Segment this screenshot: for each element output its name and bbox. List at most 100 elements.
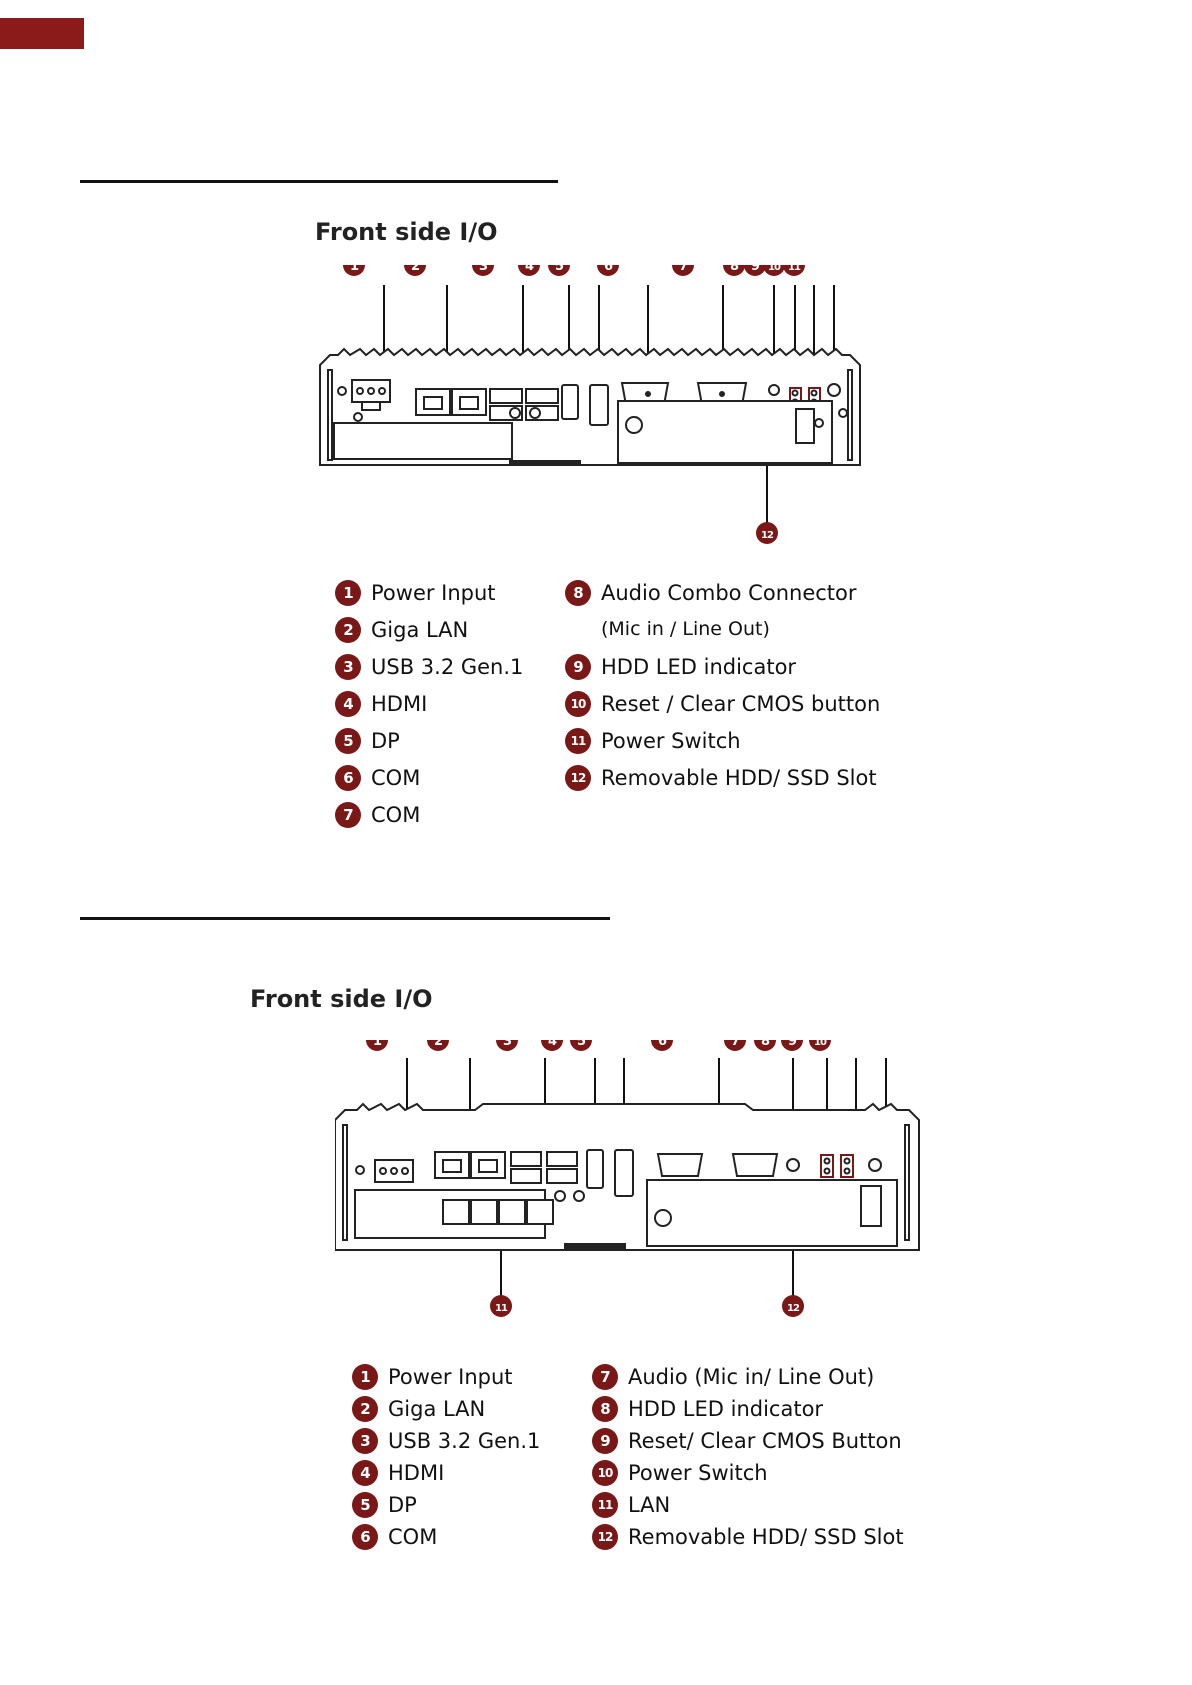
svg-text:5: 5 [555, 265, 564, 274]
legend-label: Audio (Mic in/ Line Out) [628, 1365, 875, 1389]
svg-text:3: 3 [479, 265, 488, 274]
callout-badge: 5 [570, 1040, 592, 1051]
callout-badge: 12 [756, 522, 778, 544]
legend-label: Power Switch [628, 1461, 768, 1485]
front-io-diagram-1: 1 2 3 4 5 6 7 8 9 10 11 12 [319, 265, 861, 544]
number-badge: 3 [335, 654, 361, 680]
number-badge: 6 [335, 765, 361, 791]
legend-label: Removable HDD/ SSD Slot [628, 1525, 904, 1549]
corner-tab [0, 18, 84, 49]
legend-label: DP [388, 1493, 417, 1517]
legend-label: HDD LED indicator [628, 1397, 824, 1421]
svg-text:9: 9 [788, 1040, 797, 1049]
legend-item: 5 DP [352, 1492, 417, 1518]
number-badge: 1 [352, 1364, 378, 1390]
number-badge: 11 [592, 1492, 618, 1518]
section-1-title: Front side I/O [315, 218, 498, 246]
legend-item: 6 COM [352, 1524, 437, 1550]
legend-item: 11 LAN [592, 1492, 670, 1518]
legend-label: COM [371, 803, 421, 827]
number-badge: 6 [352, 1524, 378, 1550]
legend-item: 7 Audio (Mic in/ Line Out) [592, 1364, 874, 1390]
chassis-1 [319, 347, 861, 466]
callout-badge: 8 [754, 1040, 776, 1051]
callouts-1: 1 2 3 4 5 6 7 8 9 10 11 12 [343, 265, 805, 544]
callout-badge: 11 [783, 265, 805, 276]
svg-text:6: 6 [604, 265, 613, 274]
legend-item: 1 Power Input [352, 1364, 513, 1390]
legend-label: HDD LED indicator [601, 655, 797, 679]
svg-text:3: 3 [503, 1040, 512, 1049]
number-badge: 11 [565, 728, 591, 754]
callout-badge: 10 [809, 1040, 831, 1051]
callout-badge: 1 [343, 265, 365, 276]
legend-label: Power Input [388, 1365, 513, 1389]
legend-item: 3 USB 3.2 Gen.1 [335, 654, 523, 680]
legend-label: Giga LAN [371, 618, 469, 642]
callout-badge: 7 [672, 265, 694, 276]
legend-label: LAN [628, 1493, 671, 1517]
chassis-2 [335, 1102, 920, 1251]
legend-label: COM [388, 1525, 438, 1549]
legend-label: Reset / Clear CMOS button [601, 692, 881, 716]
svg-text:7: 7 [679, 265, 688, 274]
svg-text:1: 1 [350, 265, 359, 274]
callout-badge: 8 [723, 265, 745, 276]
svg-text:2: 2 [411, 265, 419, 274]
callout-badge: 7 [724, 1040, 746, 1051]
svg-text:9: 9 [751, 265, 760, 274]
legend-label: Audio Combo Connector [601, 581, 857, 605]
legend-label: USB 3.2 Gen.1 [371, 655, 524, 679]
callout-badge: 12 [782, 1295, 804, 1317]
legend-sublabel: (Mic in / Line Out) [601, 618, 770, 640]
svg-text:8: 8 [761, 1040, 770, 1049]
svg-text:10: 10 [814, 1040, 827, 1048]
callout-badge: 9 [781, 1040, 803, 1051]
section-divider-2 [80, 917, 610, 920]
callout-badge: 3 [496, 1040, 518, 1051]
svg-text:6: 6 [658, 1040, 667, 1049]
svg-text:12: 12 [761, 530, 774, 541]
number-badge: 7 [592, 1364, 618, 1390]
legend-item: 12 Removable HDD/ SSD Slot [565, 765, 877, 791]
callout-badge: 2 [404, 265, 426, 276]
number-badge: 5 [352, 1492, 378, 1518]
svg-text:1: 1 [373, 1040, 382, 1049]
svg-text:2: 2 [434, 1040, 442, 1049]
legend-label: Power Switch [601, 729, 741, 753]
legend-item: 6 COM [335, 765, 420, 791]
svg-text:11: 11 [788, 265, 801, 273]
callout-badge: 9 [744, 265, 766, 276]
number-badge: 10 [592, 1460, 618, 1486]
callout-badge: 4 [518, 265, 540, 276]
front-io-diagram-2: 1 2 3 4 5 6 7 8 9 10 11 12 [335, 1040, 920, 1317]
legend-label: Removable HDD/ SSD Slot [601, 766, 877, 790]
svg-text:7: 7 [731, 1040, 740, 1049]
callout-badge: 6 [651, 1040, 673, 1051]
callout-badge: 2 [427, 1040, 449, 1051]
number-badge: 9 [565, 654, 591, 680]
svg-text:10: 10 [768, 265, 781, 273]
legend-label: HDMI [371, 692, 428, 716]
legend-label: COM [371, 766, 421, 790]
callout-badge: 3 [472, 265, 494, 276]
svg-text:11: 11 [495, 1303, 508, 1314]
number-badge: 12 [565, 765, 591, 791]
number-badge: 8 [565, 580, 591, 606]
callout-badge: 10 [763, 265, 785, 276]
legend-item: 8 Audio Combo Connector [565, 580, 857, 606]
legend-item: 10 Power Switch [592, 1460, 768, 1486]
section-divider-1 [80, 180, 558, 183]
callout-badge: 4 [541, 1040, 563, 1051]
section-2-title: Front side I/O [250, 985, 433, 1013]
legend-label: HDMI [388, 1461, 445, 1485]
legend-label: Power Input [371, 581, 496, 605]
